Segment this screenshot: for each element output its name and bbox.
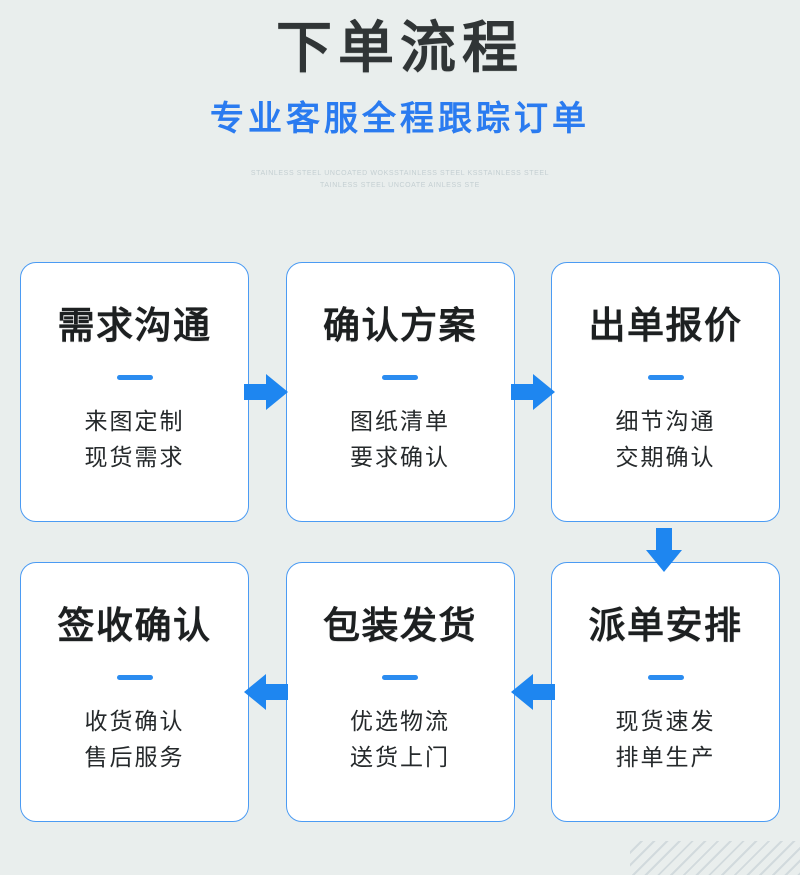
flow-step-detail-line-1: 收货确认 [84, 709, 185, 735]
divider-dash [647, 375, 684, 381]
flow-step-detail-line-1: 现货速发 [615, 709, 716, 735]
flow-row-bottom: 签收确认 收货确认 售后服务 包装发货 优选物流 送货上门 派单安排 现货速发 … [0, 562, 800, 822]
flow-step-title: 派单安排 [588, 606, 743, 648]
flow-step-details: 图纸清单 要求确认 [350, 404, 450, 475]
flow-step-detail-line-1: 来图定制 [84, 409, 185, 435]
flow-step-card-4[interactable]: 派单安排 现货速发 排单生产 [551, 562, 780, 822]
page-subtitle: 专业客服全程跟踪订单 [210, 101, 590, 138]
flow-step-detail-line-2: 送货上门 [350, 745, 450, 770]
page-header: 下单流程 专业客服全程跟踪订单 STAINLESS STEEL UNCOATED… [0, 0, 800, 193]
flow-step-title: 出单报价 [588, 306, 743, 348]
english-line-2: TAINLESS STEEL UNCOATE AINLESS STE [320, 182, 480, 190]
page-title: 下单流程 [276, 18, 524, 80]
decorative-english-text: STAINLESS STEEL UNCOATED WOKSSTAINLESS S… [0, 168, 800, 193]
flow-step-card-3[interactable]: 出单报价 细节沟通 交期确认 [551, 262, 780, 522]
arrow-right-icon [244, 372, 288, 412]
flow-step-details: 现货速发 排单生产 [616, 704, 716, 775]
order-process-flow: 需求沟通 来图定制 现货需求 确认方案 图纸清单 要求确认 出单报价 细节沟通 … [0, 262, 800, 822]
english-line-1: STAINLESS STEEL UNCOATED WOKSSTAINLESS S… [250, 170, 550, 178]
flow-step-detail-line-2: 要求确认 [350, 445, 450, 470]
flow-step-details: 来图定制 现货需求 [85, 404, 185, 475]
diagonal-stripe-watermark [630, 841, 800, 875]
flow-step-detail-line-2: 现货需求 [84, 445, 185, 470]
flow-step-detail-line-2: 排单生产 [615, 745, 716, 770]
divider-dash [382, 675, 418, 681]
flow-step-title: 包装发货 [323, 606, 477, 648]
flow-step-detail-line-2: 售后服务 [84, 745, 185, 770]
flow-step-detail-line-1: 优选物流 [350, 709, 450, 735]
flow-step-details: 优选物流 送货上门 [350, 704, 450, 775]
flow-step-title: 确认方案 [323, 306, 477, 348]
flow-step-title: 签收确认 [57, 606, 212, 648]
arrow-left-icon [244, 672, 288, 712]
arrow-right-icon [511, 372, 555, 412]
flow-step-card-2[interactable]: 确认方案 图纸清单 要求确认 [285, 262, 515, 522]
flow-step-card-5[interactable]: 包装发货 优选物流 送货上门 [285, 562, 515, 822]
flow-step-details: 细节沟通 交期确认 [616, 404, 716, 475]
divider-dash [382, 375, 418, 381]
divider-dash [116, 675, 153, 681]
flow-step-card-1[interactable]: 需求沟通 来图定制 现货需求 [20, 262, 249, 522]
arrow-down-icon [644, 528, 684, 572]
flow-step-details: 收货确认 售后服务 [85, 704, 185, 775]
flow-step-detail-line-1: 图纸清单 [350, 409, 450, 435]
flow-step-detail-line-1: 细节沟通 [615, 409, 716, 435]
flow-step-detail-line-2: 交期确认 [615, 445, 716, 470]
flow-row-top: 需求沟通 来图定制 现货需求 确认方案 图纸清单 要求确认 出单报价 细节沟通 … [0, 262, 800, 522]
divider-dash [647, 675, 684, 681]
arrow-left-icon [511, 672, 555, 712]
flow-step-card-6[interactable]: 签收确认 收货确认 售后服务 [20, 562, 249, 822]
divider-dash [116, 375, 153, 381]
flow-step-title: 需求沟通 [57, 306, 212, 348]
